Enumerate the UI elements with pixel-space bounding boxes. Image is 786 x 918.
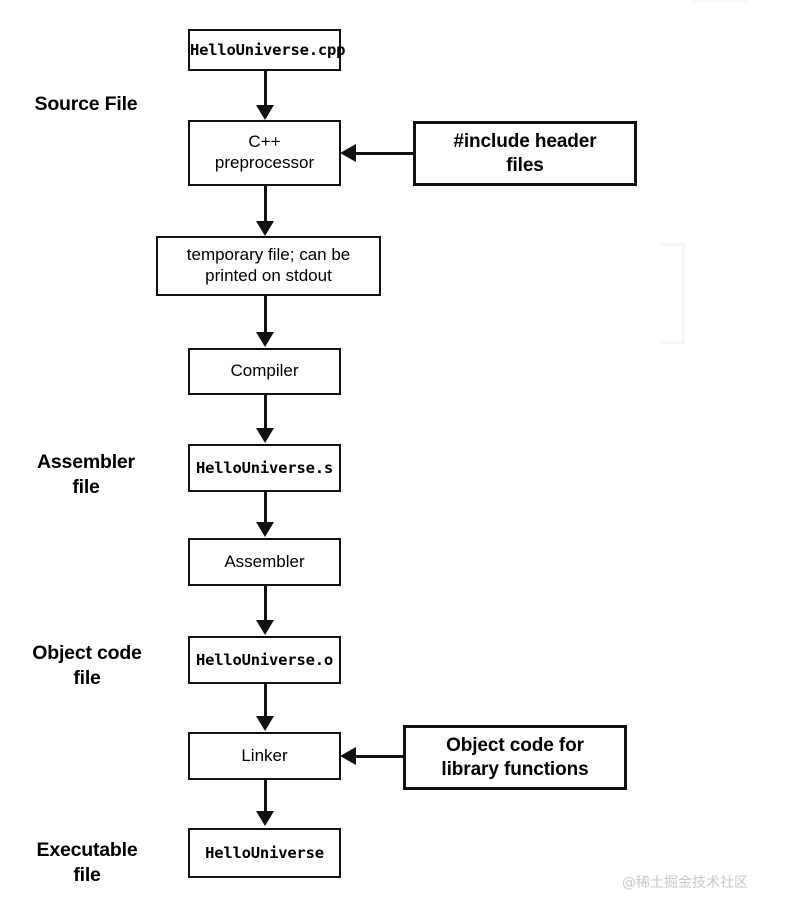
- connector-arrowhead: [256, 332, 274, 347]
- connector-arrowhead: [256, 716, 274, 731]
- connector-line: [264, 586, 267, 621]
- node-label: #include header files: [453, 131, 597, 176]
- connector-line: [264, 780, 267, 812]
- site-watermark: @稀土掘金技术社区: [622, 875, 748, 891]
- stage-label-object-code-file: Object code file: [32, 642, 142, 690]
- node-assembler[interactable]: Assembler: [188, 538, 341, 586]
- node-cpp-preprocessor[interactable]: C++ preprocessor: [188, 120, 341, 186]
- connector-arrowhead: [340, 747, 356, 765]
- connector-line: [264, 684, 267, 716]
- connector-arrowhead: [340, 144, 356, 162]
- node-label: temporary file; can be printed on stdout: [186, 245, 351, 285]
- connector-arrowhead: [256, 428, 274, 443]
- connector-arrowhead: [256, 620, 274, 635]
- connector-arrowhead: [256, 105, 274, 120]
- ghost-tick-artifact: [690, 0, 750, 3]
- connector-line: [355, 755, 403, 758]
- stage-label-assembler-file: Assembler file: [37, 451, 135, 499]
- connector-line: [355, 152, 413, 155]
- node-hellouniverse-executable[interactable]: HelloUniverse: [188, 828, 341, 878]
- stage-label-executable-file: Executable file: [36, 839, 138, 887]
- connector-line: [264, 395, 267, 429]
- node-temporary-file[interactable]: temporary file; can be printed on stdout: [156, 236, 381, 296]
- node-label: HelloUniverse.o: [196, 650, 333, 669]
- node-label: C++ preprocessor: [214, 132, 315, 172]
- connector-line: [264, 186, 267, 222]
- node-hellouniverse-cpp[interactable]: HelloUniverse.cpp: [188, 29, 346, 71]
- ghost-bracket-artifact: [660, 243, 685, 344]
- node-label: Linker: [241, 745, 288, 765]
- node-object-code-library-functions[interactable]: Object code for library functions: [403, 725, 627, 790]
- node-hellouniverse-o[interactable]: HelloUniverse.o: [188, 636, 341, 684]
- node-label: HelloUniverse: [205, 843, 324, 862]
- node-label: Object code for library functions: [441, 735, 589, 780]
- connector-line: [264, 492, 267, 524]
- connector-line: [264, 296, 267, 333]
- connector-arrowhead: [256, 221, 274, 236]
- node-include-header-files[interactable]: #include header files: [413, 121, 637, 186]
- node-hellouniverse-s[interactable]: HelloUniverse.s: [188, 444, 341, 492]
- node-label: HelloUniverse.cpp: [190, 40, 346, 59]
- node-label: HelloUniverse.s: [196, 458, 333, 477]
- node-label: Assembler: [224, 551, 305, 571]
- node-label: Compiler: [230, 361, 299, 381]
- node-compiler[interactable]: Compiler: [188, 348, 341, 395]
- connector-arrowhead: [256, 811, 274, 826]
- node-linker[interactable]: Linker: [188, 732, 341, 780]
- stage-label-source-file: Source File: [34, 93, 138, 115]
- connector-line: [264, 71, 267, 107]
- connector-arrowhead: [256, 522, 274, 537]
